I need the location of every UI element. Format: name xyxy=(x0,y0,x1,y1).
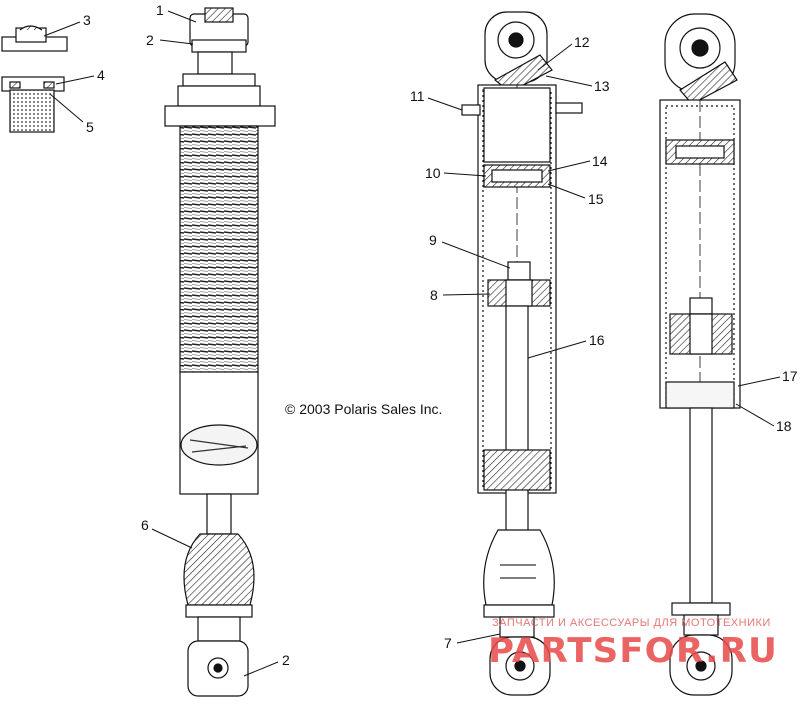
detail-cap-assembly xyxy=(1,25,68,133)
callout-2-lower: 2 xyxy=(282,652,290,668)
callout-3: 3 xyxy=(83,12,91,28)
callout-11: 11 xyxy=(410,88,425,104)
callout-15: 15 xyxy=(588,191,604,207)
shock-section-view xyxy=(461,11,583,696)
callout-1: 1 xyxy=(156,2,164,18)
callout-13: 13 xyxy=(594,78,610,94)
callout-9: 9 xyxy=(429,232,437,248)
callout-16: 16 xyxy=(589,332,605,348)
watermark: ЗАПЧАСТИ И АКСЕССУАРЫ ДЛЯ МОТОТЕХНИКИ PA… xyxy=(488,617,778,671)
callout-18: 18 xyxy=(776,418,792,434)
callout-4: 4 xyxy=(97,67,105,83)
callout-10: 10 xyxy=(425,165,441,181)
callout-17: 17 xyxy=(782,368,798,384)
shock-section-view-2 xyxy=(659,13,741,696)
callout-14: 14 xyxy=(592,153,608,169)
callout-6: 6 xyxy=(141,517,149,533)
copyright-notice: © 2003 Polaris Sales Inc. xyxy=(285,401,442,417)
watermark-tagline: ЗАПЧАСТИ И АКСЕССУАРЫ ДЛЯ МОТОТЕХНИКИ xyxy=(492,617,771,629)
callout-2-upper: 2 xyxy=(146,32,154,48)
callout-leader-lines xyxy=(43,10,781,677)
watermark-brand: PARTSFOR.RU xyxy=(488,631,778,671)
callout-7: 7 xyxy=(444,635,452,651)
callout-8: 8 xyxy=(430,287,438,303)
shock-exterior-view xyxy=(164,7,276,697)
callout-5: 5 xyxy=(86,119,94,135)
callout-12: 12 xyxy=(574,34,590,50)
